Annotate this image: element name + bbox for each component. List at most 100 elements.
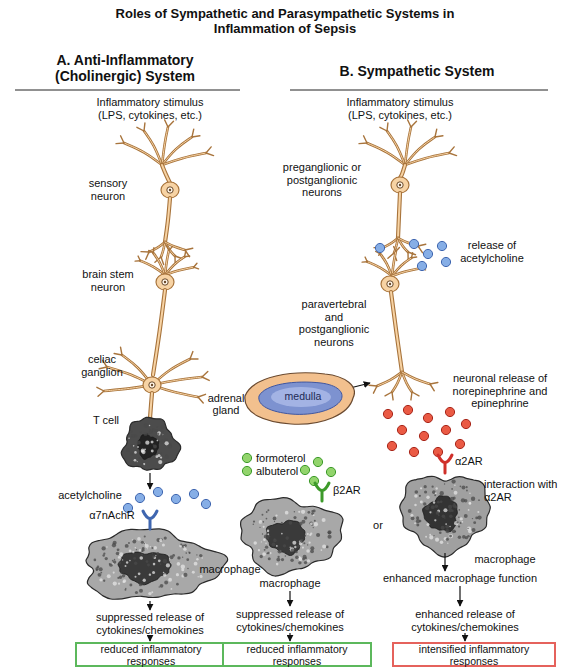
cell-granule [166,572,167,573]
neuron-nucleus [397,182,403,188]
dendrite-twig [138,256,140,261]
cell-granule [169,555,173,559]
cell-granule [132,539,136,543]
cell-granule [465,536,468,539]
acetylcholine-molecule [417,261,426,270]
cell-granule [258,549,260,551]
cell-granule [451,488,453,490]
cell-granule [168,561,170,563]
receptor-label: α2AR [455,455,495,468]
cell-granule [434,494,436,496]
acetylcholine-molecule [201,499,210,508]
cell-granule [262,552,266,556]
cell-granule [316,533,320,537]
dendrite-twig [192,136,200,137]
cell-granule [477,511,479,513]
cell-granule [313,527,314,528]
dendrite-twig [198,397,203,403]
cell-granule [157,552,160,555]
cell-label: macrophage [250,577,330,590]
cell-granule [408,509,412,513]
cell-granule [471,497,475,501]
dendrite-twig [153,248,155,253]
process-label: neuronal release of norepinephrine and e… [438,372,563,410]
cell-granule [472,518,473,519]
cell-granule [303,542,305,544]
conjunction-label: or [368,519,388,532]
cell-granule [275,514,277,516]
neuron-nucleus [162,279,168,285]
cell-granule [253,524,255,526]
panel-heading: A. Anti-Inflammatory (Cholinergic) Syste… [40,52,210,84]
stimulus-label: Inflammatory stimulus (LPS, cytokines, e… [335,96,465,121]
cell-granule [113,572,115,574]
cell-granule [293,516,296,519]
cell-granule [166,563,170,567]
dendrite-twig [194,263,197,267]
process-label: suppressed release of cytokines/chemokin… [80,611,220,636]
cell-granule [149,573,151,575]
cell-granule [276,558,280,562]
ganglion-label: celiac ganglion [74,353,130,378]
neuron-body [391,177,409,193]
dendrite-core [161,242,165,257]
cell-granule [113,581,117,585]
receptor-label: β2AR [333,484,373,497]
nucleolus [151,384,153,386]
cell-granule [143,463,145,465]
cell-granule [186,558,189,561]
cell-granule [281,558,284,561]
neuron-label: brain stem neuron [77,268,139,293]
cell-granule [434,519,436,521]
dendrite-twig [412,256,417,258]
cell-granule [457,521,459,523]
cell-granule [160,430,163,433]
cell-granule [161,440,165,444]
cell-granule [467,528,468,529]
cell-granule [440,540,443,543]
cell-granule [420,487,422,489]
cell-granule [472,528,476,532]
cell-granule [153,546,157,550]
cell-granule [102,546,106,550]
catecholamine-molecule [461,419,470,428]
cell-granule [461,521,463,523]
receptor-label: α7nAchR [82,509,142,522]
cell-granule [151,450,154,453]
cell-granule [439,532,442,535]
drug-label: albuterol [256,465,336,478]
catecholamine-molecule [397,425,406,434]
cell-granule [291,549,295,553]
cell-granule [152,571,155,574]
cell-label: macrophage [470,553,540,566]
cell-granule [117,577,119,579]
cell-granule [136,549,137,550]
dendrite-twig [394,247,396,252]
outcome-box: reduced inflammatory responses [222,642,372,667]
catecholamine-molecule [441,425,450,434]
cell-label: macrophage [195,563,265,576]
dendrite-twig [169,247,173,251]
neuron-label: preganglionic or postganglionic neurons [282,161,362,199]
cell-granule [135,591,138,594]
cell-granule [122,574,125,577]
cell-granule [443,508,447,512]
cell-granule [168,445,172,449]
cell-granule [416,516,419,519]
axon [398,193,400,238]
cell-granule [435,492,437,494]
cell-granule [134,451,137,454]
dendrite-twig [202,371,208,377]
cell-granule [276,545,278,547]
dendrite [161,242,165,257]
acetylcholine-molecule [409,239,418,248]
flow-arrow [149,473,150,489]
cell-granule [447,542,448,543]
dendrite-twig [364,136,367,143]
cell-granule [189,552,191,554]
dendrite-twig [380,127,387,131]
cell-granule [466,486,468,488]
cell-granule [180,544,182,546]
cell-granule [310,522,313,525]
